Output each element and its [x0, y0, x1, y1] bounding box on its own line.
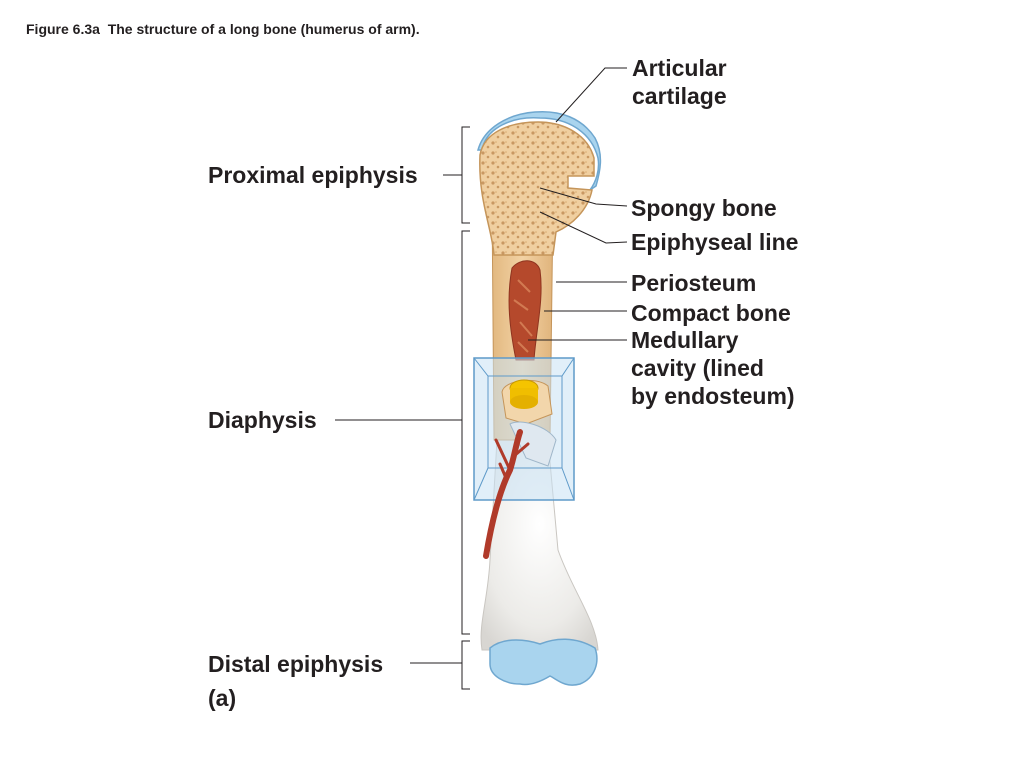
- proximal-epiphysis-bracket: [461, 126, 470, 224]
- label-compact-bone: Compact bone: [631, 300, 791, 326]
- nutrient-artery-branches: [494, 438, 530, 480]
- label-medullary-cavity: Medullary cavity (lined by endosteum): [631, 326, 795, 410]
- label-distal-epiphysis: Distal epiphysis: [208, 651, 384, 677]
- label-articular-cartilage: Articular cartilage: [632, 54, 727, 110]
- leader-spongy-bone: [539, 187, 628, 207]
- label-proximal-epiphysis: Proximal epiphysis: [208, 162, 418, 188]
- label-medullary-cavity-line-3: by endosteum): [631, 383, 795, 409]
- cutaway-box-top: [473, 357, 575, 377]
- label-diaphysis: Diaphysis: [208, 407, 317, 433]
- cutaway-marrow-plug-bottom: [510, 395, 538, 409]
- panel-letter: (a): [208, 685, 237, 711]
- medullary-cavity: [508, 260, 542, 361]
- label-spongy-bone: Spongy bone: [631, 195, 777, 221]
- label-periosteum: Periosteum: [631, 270, 757, 296]
- label-medullary-cavity-line-2: cavity (lined: [631, 355, 764, 381]
- distal-epiphysis-bracket: [461, 640, 470, 690]
- distal-articular-cartilage: [489, 638, 598, 686]
- label-articular-cartilage-line-2: cartilage: [632, 83, 727, 109]
- cutaway-box-bottom: [473, 376, 575, 501]
- leader-articular-cartilage: [555, 67, 627, 123]
- diaphysis-bracket: [461, 230, 470, 635]
- figure-caption: Figure 6.3a The structure of a long bone…: [26, 21, 420, 37]
- label-medullary-cavity-line-1: Medullary: [631, 327, 739, 353]
- leader-epiphyseal-line: [539, 211, 628, 244]
- proximal-epiphysis-head: [479, 121, 595, 256]
- label-articular-cartilage-line-1: Articular: [632, 55, 727, 81]
- medullary-texture: [513, 279, 533, 353]
- label-epiphyseal-line: Epiphyseal line: [631, 229, 799, 255]
- articular-cartilage-cap: [477, 110, 602, 191]
